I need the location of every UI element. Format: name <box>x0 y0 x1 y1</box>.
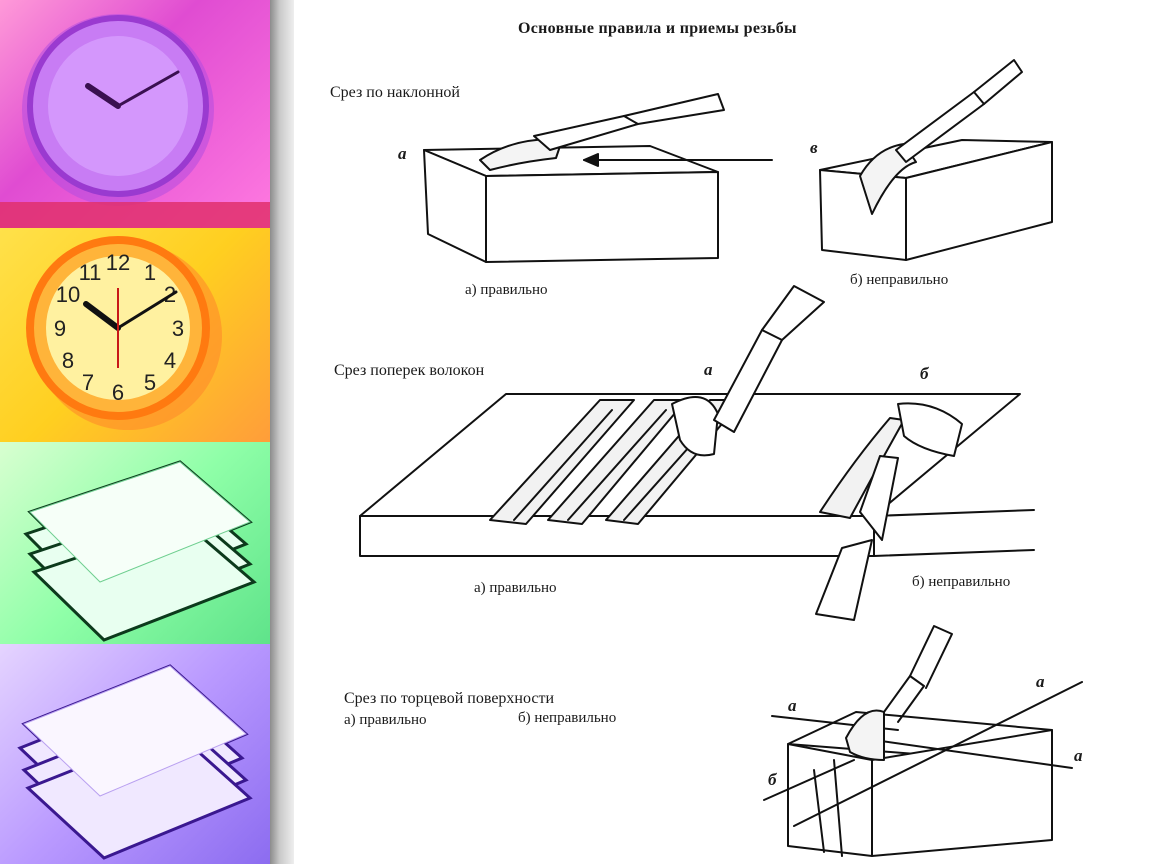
orange-clock-panel: 12 1 2 3 4 5 6 7 8 9 10 11 <box>0 228 270 442</box>
section3-heading: Срез по торцевой поверхности <box>344 690 555 707</box>
section1-caption-wrong: б) неправильно <box>850 272 949 288</box>
section3-caption-correct: а) правильно <box>344 712 427 728</box>
clock-number: 9 <box>54 316 66 341</box>
decorative-photo-strip: 12 1 2 3 4 5 6 7 8 9 10 11 <box>0 0 270 864</box>
clock-icon: 12 1 2 3 4 5 6 7 8 9 10 11 <box>26 236 222 430</box>
clock-number: 11 <box>79 260 102 285</box>
section1-heading: Срез по наклонной <box>330 84 460 101</box>
clock-number: 7 <box>82 370 94 395</box>
figure-oblique-correct <box>423 93 773 263</box>
green-papers-panel <box>0 442 270 644</box>
clock-number: 1 <box>144 260 156 285</box>
clock-number: 6 <box>112 380 124 405</box>
page-title: Основные правила и приемы резьбы <box>518 20 797 37</box>
pink-band <box>0 202 270 228</box>
section1-mark-a: а <box>398 144 407 163</box>
section3-mark-a: а <box>1074 746 1083 765</box>
section1-caption-correct: а) правильно <box>465 282 548 298</box>
section2-caption-wrong: б) неправильно <box>912 574 1011 590</box>
clock-number: 8 <box>62 348 74 373</box>
figure-end-grain <box>763 625 1083 857</box>
paper-stack-icon <box>23 460 257 642</box>
section2-mark-b: б <box>920 364 929 383</box>
section3-mark-b: б <box>768 770 777 789</box>
clock-number: 10 <box>56 282 80 307</box>
section1-mark-b: в <box>810 138 818 157</box>
pink-clock-panel <box>0 0 270 228</box>
figure-oblique-wrong <box>819 59 1053 261</box>
figure-cross-grain <box>359 285 1035 621</box>
clock-icon <box>22 14 214 206</box>
carving-illustrations <box>359 59 1083 857</box>
section3-mark-a: а <box>1036 672 1045 691</box>
section3-caption-wrong: б) неправильно <box>518 710 617 726</box>
paper-stack-icon <box>17 664 253 860</box>
clock-number: 3 <box>172 316 184 341</box>
clock-number: 12 <box>106 250 130 275</box>
section2-mark-a: а <box>704 360 713 379</box>
section2-heading: Срез поперек волокон <box>334 362 485 379</box>
page-shadow-divider <box>270 0 294 864</box>
purple-papers-panel <box>0 644 270 864</box>
section3-mark-a: а <box>788 696 797 715</box>
clock-number: 4 <box>164 348 176 373</box>
clock-number: 5 <box>144 370 156 395</box>
scanned-document: Основные правила и приемы резьбы Срез по… <box>294 0 1150 864</box>
section2-caption-correct: а) правильно <box>474 580 557 596</box>
